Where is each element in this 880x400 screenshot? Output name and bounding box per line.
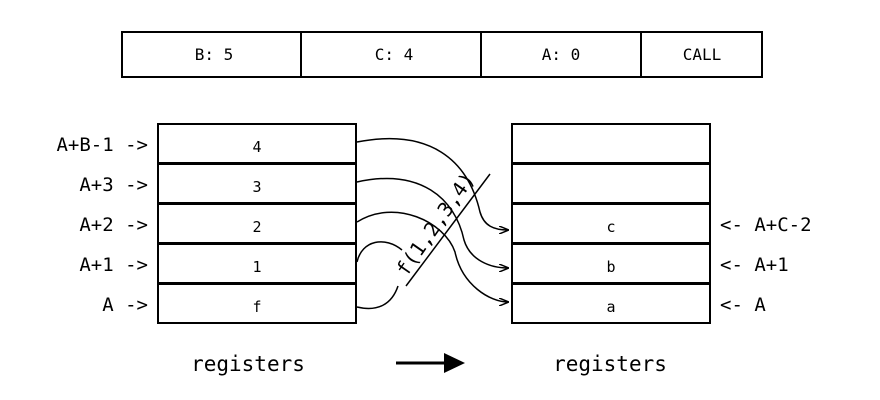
register-value: b [606,258,615,276]
register-value: 2 [252,218,261,236]
transition-arrow [396,353,465,373]
connector-curve [356,137,508,230]
register-cell [511,163,711,204]
index-label: <- A+C-2 [720,214,812,236]
right-index-labels: <- A+C-2 <- A+1 <- A [720,214,812,316]
field-opcode: CALL [683,45,722,64]
register-value: c [606,218,615,236]
register-cell [157,123,357,164]
field-c: C: 4 [375,45,414,64]
instruction-bar: B: 5 C: 4 A: 0 CALL [121,31,763,78]
index-label: A+B-1 -> [56,134,148,156]
index-label: A+2 -> [79,214,148,236]
register-cell [511,123,711,164]
register-cell [157,163,357,204]
register-cell [511,243,711,284]
call-expression-group: f(1,2,3,4) [391,168,491,287]
right-register-stack: c b a [511,123,711,324]
connector-curve [356,285,399,310]
index-label: A+1 -> [79,254,148,276]
left-caption: registers [191,352,305,376]
register-value: 3 [252,178,261,196]
index-label: A -> [102,294,148,316]
connector-curve [356,241,403,263]
left-index-labels: A+B-1 -> A+3 -> A+2 -> A+1 -> A -> [56,134,148,316]
field-b: B: 5 [195,45,234,64]
field-a: A: 0 [542,45,581,64]
slash-line [405,173,491,287]
register-value: 1 [252,258,261,276]
register-value: a [606,298,615,316]
index-label: A+3 -> [79,174,148,196]
register-cell [157,283,357,324]
register-cell [511,283,711,324]
call-connectors [356,137,508,310]
right-caption: registers [553,352,667,376]
register-value: f [252,298,261,316]
index-label: <- A+1 [720,254,789,276]
register-cell [511,203,711,244]
index-label: <- A [720,294,766,316]
register-value: 4 [252,138,261,156]
left-register-stack: 4 3 2 1 f [157,123,357,324]
connector-curve [356,177,508,268]
call-expression: f(1,2,3,4) [391,168,480,280]
connector-curve [356,211,508,302]
